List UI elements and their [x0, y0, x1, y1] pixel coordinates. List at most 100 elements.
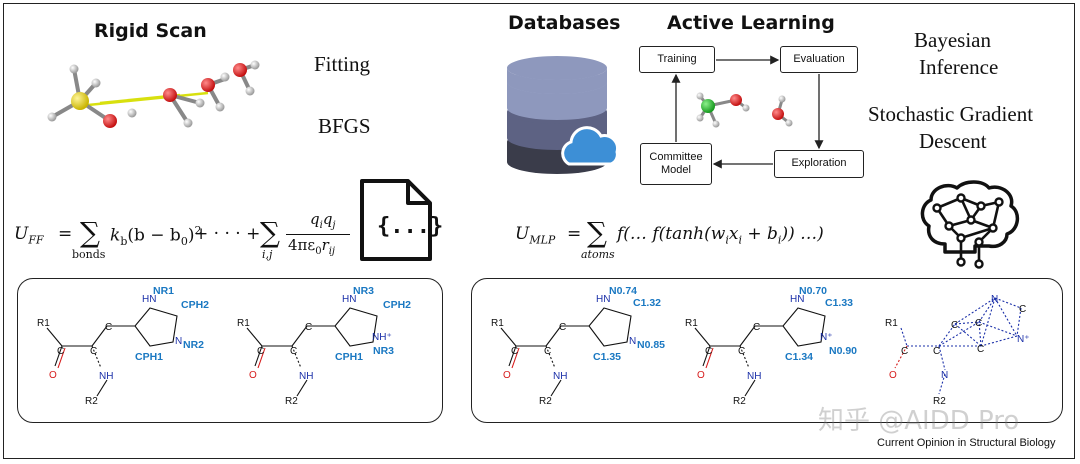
frac-den-zero: 0 — [315, 246, 322, 257]
atom-types-mol1-r1: R1 — [37, 318, 50, 329]
atom-types-mol2-o: O — [249, 370, 257, 381]
atom-types-mol1-c2: C — [90, 346, 97, 357]
frac-den-r: r — [321, 236, 329, 254]
dots-term: + · · · + — [194, 224, 261, 244]
frac-num-q1: q — [310, 210, 320, 228]
atom-types-mol2-r2: R2 — [285, 396, 298, 407]
partial-charges-mol1-label-n085: N0.85 — [637, 339, 665, 351]
cloud-icon — [561, 126, 619, 166]
partial-charges-molecules: R1 C O C C NH R2 HN N N0.74 C1.32 N0.85 … — [491, 285, 1030, 407]
partial-charges-mol1-c1: C — [511, 346, 518, 357]
atom-types-mol1-c3: C — [105, 322, 112, 333]
partial-charges-mol2-c2: C — [738, 346, 745, 357]
method-sgd-line1: Stochastic Gradient — [868, 102, 1034, 126]
atom-types-mol1: R1 C O C C NH R2 HN N NR1 CPH2 NR2 CPH1 — [37, 285, 209, 407]
partial-charges-mol2-c1: C — [705, 346, 712, 357]
frac-num-q2: q — [322, 210, 333, 228]
sum-bonds-sub: bonds — [72, 248, 106, 261]
partial-charges-mol2: R1 C O C C NH R2 HN N⁺ N0.70 C1.33 N0.90… — [685, 285, 857, 407]
partial-charges-mol1-n: N — [629, 336, 636, 347]
uff-sub: FF — [28, 233, 44, 247]
frac-den-ij: ij — [328, 246, 336, 257]
partial-charges-mol3-c1: C — [901, 346, 908, 357]
atom-types-mol2-label-cph2: CPH2 — [383, 299, 411, 311]
partial-charges-mol3: R1 C O C C C C C N N N⁺ R2 — [885, 294, 1030, 407]
committee-line1: Committee — [649, 150, 703, 163]
partial-charges-mol2-r1: R1 — [685, 318, 698, 329]
sum-ij-sub: i,j — [262, 248, 273, 261]
partial-charges-mol3-c5: C — [977, 344, 984, 355]
frac-num-j: j — [332, 220, 336, 231]
atom-types-mol2-label-nr3b: NR3 — [373, 345, 394, 357]
active-learning-molecules — [696, 92, 793, 128]
partial-charges-mol2-label-c133: C1.33 — [825, 297, 853, 309]
partial-charges-mol3-nplus: N⁺ — [1017, 334, 1030, 345]
term1-zero: 0 — [180, 235, 188, 249]
figure-frame — [3, 3, 1075, 459]
rigid-scan-header: Rigid Scan — [94, 20, 207, 42]
atom-types-mol1-c1: C — [57, 346, 64, 357]
partial-charges-mol1-label-c132: C1.32 — [633, 297, 661, 309]
partial-charges-mol2-label-c134: C1.34 — [785, 351, 813, 363]
mlp-i1: i — [725, 233, 729, 247]
atom-types-mol1-nh: NH — [99, 371, 113, 382]
partial-charges-mol2-nplus: N⁺ — [820, 332, 833, 343]
databases-header: Databases — [508, 12, 621, 34]
partial-charges-mol2-r2: R2 — [733, 396, 746, 407]
atom-types-mol1-label-nr1: NR1 — [153, 285, 174, 297]
atom-types-panel — [17, 278, 443, 423]
frac-den-4pieps: 4πε — [288, 236, 316, 254]
atom-types-mol1-label-nr2: NR2 — [183, 339, 204, 351]
partial-charges-mol3-c2: C — [933, 346, 940, 357]
term1-pow: 2 — [194, 224, 202, 237]
partial-charges-mol3-n2: N — [941, 370, 948, 381]
atom-types-mol1-o: O — [49, 370, 57, 381]
partial-charges-mol1-hn: HN — [596, 294, 610, 305]
atom-types-mol2-c1: C — [257, 346, 264, 357]
term1-sub: b — [120, 235, 128, 249]
atom-types-mol2-r1: R1 — [237, 318, 250, 329]
frac-numerator: qiqj — [310, 210, 336, 231]
partial-charges-mol2-label-n070: N0.70 — [799, 285, 827, 297]
watermark: 知乎 @AIDD Pro — [818, 406, 1020, 436]
evaluation-box: Evaluation — [780, 46, 858, 73]
term1-k: k — [110, 225, 121, 246]
sulfur-atom — [71, 92, 89, 110]
atom-types-mol1-r2: R2 — [85, 396, 98, 407]
committee-model-box: Committee Model — [640, 143, 712, 185]
rigid-scan-molecule — [47, 60, 260, 128]
uff-lhs: U — [14, 224, 29, 244]
atom-types-mol1-hn: HN — [142, 294, 156, 305]
partial-charges-mol3-c6: C — [1019, 304, 1026, 315]
method-bayesian-line2: Inference — [919, 55, 999, 79]
equals-1: = — [58, 224, 73, 244]
atom-types-mol2-c2: C — [290, 346, 297, 357]
equals-2: = — [567, 224, 582, 244]
mlp-end: )) …) — [781, 224, 824, 244]
brain-network-icon — [920, 180, 1020, 269]
mlp-b: + b — [741, 224, 778, 244]
atom-types-mol1-label-cph2: CPH2 — [181, 299, 209, 311]
sum-symbol-ij: ∑ — [260, 216, 280, 249]
partial-charges-mol1-c2: C — [544, 346, 551, 357]
code-file-icon — [360, 179, 432, 261]
partial-charges-mol2-c3: C — [753, 322, 760, 333]
partial-charges-mol2-o: O — [697, 370, 705, 381]
method-fitting: Fitting — [314, 52, 371, 76]
sum-symbol-atoms: ∑ — [587, 216, 607, 249]
atom-types-mol2-hn: HN — [342, 294, 356, 305]
term1-close: ) — [187, 225, 195, 246]
partial-charges-mol3-o: O — [889, 370, 897, 381]
partial-charges-mol1: R1 C O C C NH R2 HN N N0.74 C1.32 N0.85 … — [491, 285, 665, 407]
partial-charges-mol3-c3: C — [951, 320, 958, 331]
frac-num-i: i — [319, 220, 323, 231]
mlp-rhs: f(… f(tanh(w — [617, 224, 726, 244]
file-icon-text: {...} — [377, 214, 444, 239]
partial-charges-mol1-label-n074: N0.74 — [609, 285, 637, 297]
partial-charges-mol2-hn: HN — [790, 294, 804, 305]
exploration-box: Exploration — [774, 150, 864, 178]
partial-charges-mol1-nh: NH — [553, 371, 567, 382]
method-bfgs: BFGS — [318, 114, 371, 138]
partial-charges-panel — [471, 278, 1063, 423]
